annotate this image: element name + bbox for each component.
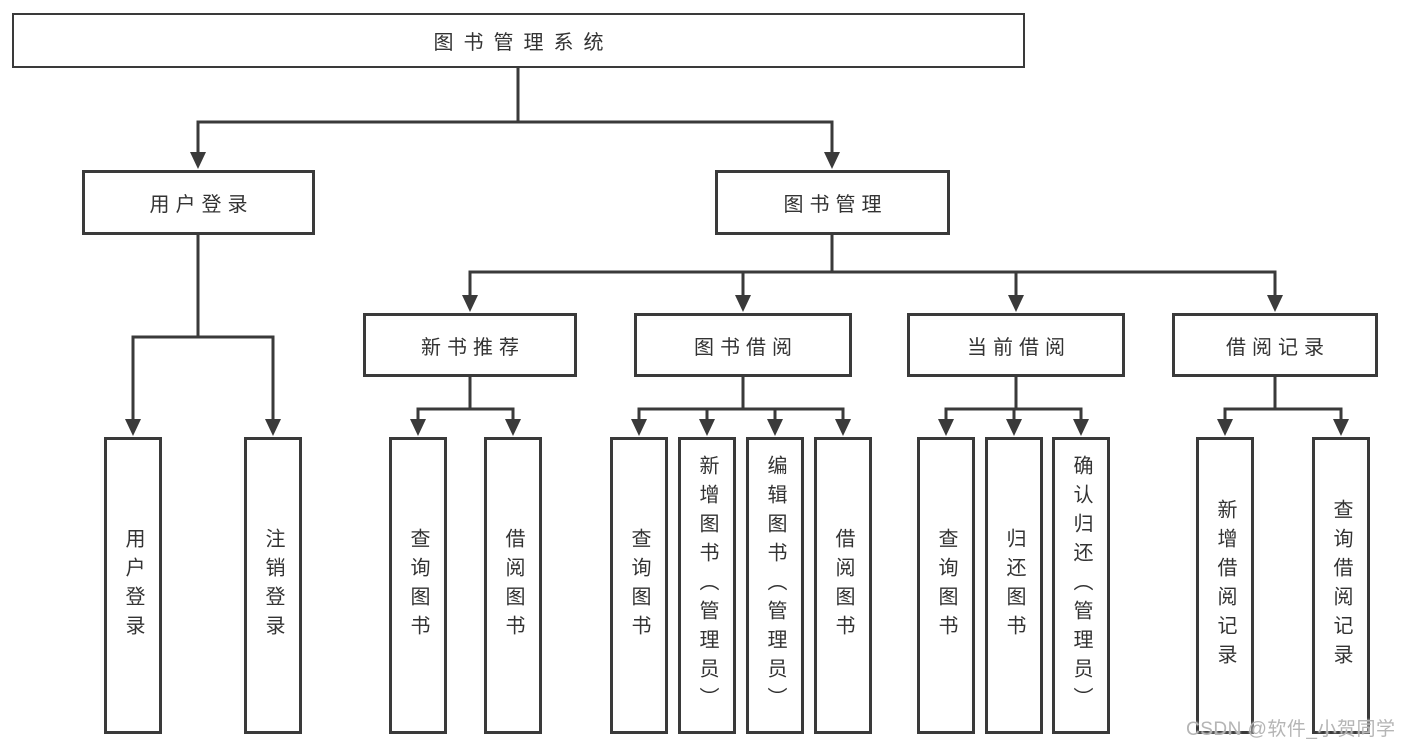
node-user-login-label: 用户登录 xyxy=(149,194,254,216)
leaf-logout-login-label: 注销登录 xyxy=(262,527,284,644)
leaf-borrow-borrow-books: 借阅图书 xyxy=(814,437,872,734)
node-book-borrowing: 图书借阅 xyxy=(634,313,852,377)
leaf-current-return-books-label: 归还图书 xyxy=(1003,527,1025,644)
node-book-borrowing-label: 图书借阅 xyxy=(694,336,798,359)
leaf-current-confirm-return-admin-label: 确认归还（管理员） xyxy=(1070,455,1092,716)
leaf-newbook-borrow-books-label: 借阅图书 xyxy=(502,527,524,644)
node-book-management: 图书管理 xyxy=(715,170,950,235)
leaf-records-query-borrow-record-label: 查询借阅记录 xyxy=(1330,498,1352,673)
leaf-borrow-query-books: 查询图书 xyxy=(610,437,668,734)
csdn-watermark: CSDN @软件_小贺同学 xyxy=(1186,719,1396,740)
leaf-user-login: 用户登录 xyxy=(104,437,162,734)
node-library-system-label: 图书管理系统 xyxy=(433,32,614,54)
leaf-borrow-edit-books-admin: 编辑图书（管理员） xyxy=(746,437,804,734)
leaf-current-confirm-return-admin: 确认归还（管理员） xyxy=(1052,437,1110,734)
leaf-borrow-borrow-books-label: 借阅图书 xyxy=(832,527,854,644)
node-current-borrowing: 当前借阅 xyxy=(907,313,1125,377)
leaf-records-add-borrow-record-label: 新增借阅记录 xyxy=(1214,498,1236,673)
leaf-records-query-borrow-record: 查询借阅记录 xyxy=(1312,437,1370,734)
node-current-borrowing-label: 当前借阅 xyxy=(967,336,1071,359)
leaf-current-query-books-label: 查询图书 xyxy=(935,527,957,644)
node-library-system: 图书管理系统 xyxy=(12,13,1025,68)
leaf-records-add-borrow-record: 新增借阅记录 xyxy=(1196,437,1254,734)
leaf-current-query-books: 查询图书 xyxy=(917,437,975,734)
leaf-borrow-add-books-admin: 新增图书（管理员） xyxy=(678,437,736,734)
leaf-borrow-query-books-label: 查询图书 xyxy=(628,527,650,644)
tree-edges xyxy=(131,66,1343,426)
node-borrowing-records-label: 借阅记录 xyxy=(1226,336,1330,359)
node-book-management-label: 图书管理 xyxy=(783,194,888,216)
leaf-borrow-edit-books-admin-label: 编辑图书（管理员） xyxy=(764,455,786,716)
node-new-book-recommendation-label: 新书推荐 xyxy=(421,336,525,359)
leaf-newbook-query-books-label: 查询图书 xyxy=(407,527,429,644)
leaf-newbook-borrow-books: 借阅图书 xyxy=(484,437,542,734)
leaf-logout-login: 注销登录 xyxy=(244,437,302,734)
leaf-current-return-books: 归还图书 xyxy=(985,437,1043,734)
node-borrowing-records: 借阅记录 xyxy=(1172,313,1378,377)
leaf-borrow-add-books-admin-label: 新增图书（管理员） xyxy=(696,455,718,716)
leaf-newbook-query-books: 查询图书 xyxy=(389,437,447,734)
leaf-user-login-label: 用户登录 xyxy=(122,527,144,644)
node-new-book-recommendation: 新书推荐 xyxy=(363,313,577,377)
node-user-login: 用户登录 xyxy=(82,170,315,235)
